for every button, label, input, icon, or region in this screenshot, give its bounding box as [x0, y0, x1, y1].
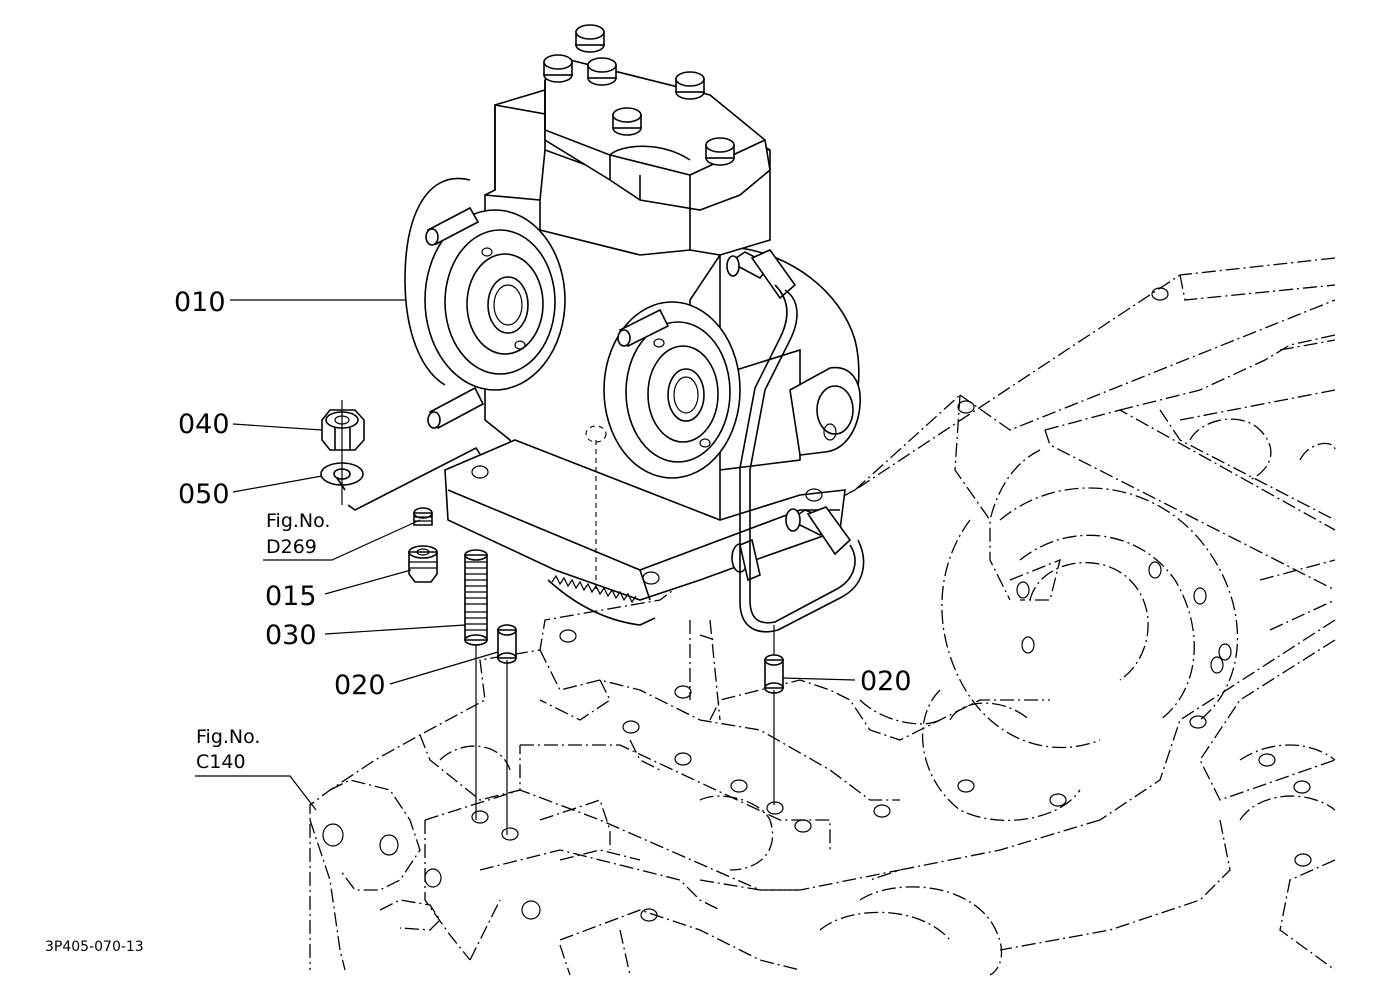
callout-040: 040 — [178, 409, 230, 440]
fig-ref-d269-label: Fig.No. — [266, 510, 330, 532]
part-040-nut — [321, 409, 365, 451]
callout-015: 015 — [265, 581, 317, 612]
part-015-plug — [408, 507, 438, 583]
part-020-dowel-left — [497, 624, 517, 835]
part-030-stud — [464, 549, 488, 820]
part-050-washer — [320, 400, 481, 511]
figure-id: 3P405-070-13 — [45, 939, 144, 955]
callout-020-left: 020 — [334, 670, 386, 701]
callout-050: 050 — [178, 479, 230, 510]
fig-ref-d269-number: D269 — [266, 536, 317, 558]
callout-030: 030 — [265, 620, 317, 651]
fig-ref-c140-label: Fig.No. — [196, 726, 260, 748]
leader-lines — [195, 299, 856, 811]
callout-010: 010 — [174, 287, 226, 318]
hydraulic-pump-assembly — [404, 24, 865, 633]
part-020-dowel-right — [764, 625, 784, 805]
fig-ref-c140-number: C140 — [196, 751, 246, 773]
case-bolt-holes — [322, 287, 1312, 922]
callout-020-right: 020 — [860, 666, 912, 697]
transmission-case-outline — [309, 257, 1336, 976]
